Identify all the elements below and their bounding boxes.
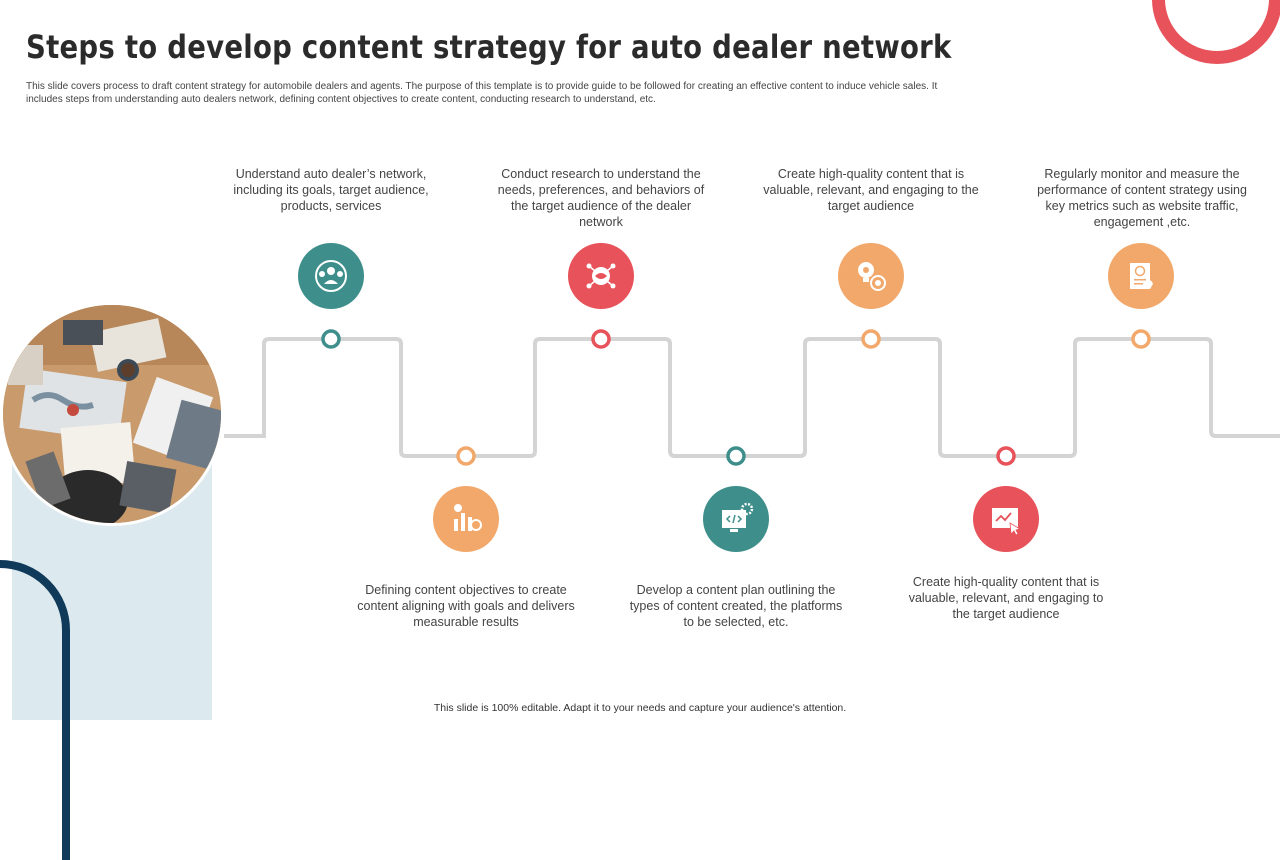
step-2-marker (456, 446, 476, 466)
team-meeting-photo (0, 302, 224, 526)
footer-note: This slide is 100% editable. Adapt it to… (433, 702, 847, 714)
lightbulb-target-icon (838, 243, 904, 309)
step-1-marker (321, 329, 341, 349)
step-2-text: Defining content objectives to create co… (357, 583, 575, 629)
step-4-marker (726, 446, 746, 466)
step-1-text: Understand auto dealer’s network, includ… (233, 167, 429, 213)
chart-target-icon (433, 486, 499, 552)
step-4-text: Develop a content plan outlining the typ… (629, 583, 843, 629)
step-5-text: Create high-quality content that is valu… (763, 167, 979, 213)
people-network-icon (298, 243, 364, 309)
monitor-pointer-icon (973, 486, 1039, 552)
page-title: Steps to develop content strategy for au… (26, 28, 952, 66)
step-7-text: Regularly monitor and measure the perfor… (1037, 167, 1247, 229)
step-3-marker (591, 329, 611, 349)
step-7-marker (1131, 329, 1151, 349)
research-network-icon (568, 243, 634, 309)
timeline-path (224, 337, 1280, 458)
step-3-text: Conduct research to understand the needs… (497, 167, 705, 229)
decorative-arc (0, 560, 70, 860)
page-subtitle: This slide covers process to draft conte… (26, 81, 938, 105)
step-5-marker (861, 329, 881, 349)
code-monitor-gear-icon (703, 486, 769, 552)
step-6-marker (996, 446, 1016, 466)
report-dollar-icon (1108, 243, 1174, 309)
step-6-text: Create high-quality content that is valu… (908, 575, 1104, 621)
timeline (224, 329, 1280, 466)
